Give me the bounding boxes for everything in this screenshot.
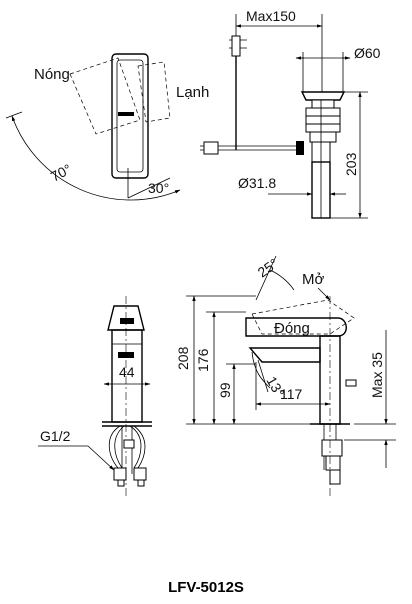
hot-label: Nóng <box>34 66 70 83</box>
model-number: LFV-5012S <box>168 579 244 596</box>
g12-label: G1/2 <box>40 428 71 444</box>
max35-label: Max 35 <box>369 352 385 398</box>
open-label: Mở <box>302 271 324 288</box>
closed-label: Đóng <box>274 320 310 337</box>
cold-label: Lạnh <box>176 84 209 101</box>
pop-up-drain-view: Max150 Ø60 203 Ø3 <box>200 8 381 219</box>
front-view: 44 G1/2 <box>38 296 152 496</box>
max150-label: Max150 <box>246 8 296 24</box>
angle-25-label: 25° <box>255 255 282 280</box>
dia60-label: Ø60 <box>354 45 381 61</box>
handle-rotation-view: Nóng Lạnh 70° 30° <box>5 53 209 201</box>
angle-30-label: 30° <box>148 180 169 196</box>
width-44-label: 44 <box>119 364 135 380</box>
rotation-arc <box>11 115 181 201</box>
height-99-label: 99 <box>217 382 233 398</box>
dia318-label: Ø31.8 <box>238 175 276 191</box>
height-208-label: 208 <box>175 346 191 370</box>
width-117-label: 117 <box>280 386 303 402</box>
height-203-label: 203 <box>343 152 359 176</box>
side-view: 25° Mở Đóng 13° 208 176 99 <box>175 255 396 496</box>
height-176-label: 176 <box>195 348 211 372</box>
angle-70-label: 70° <box>48 161 74 185</box>
